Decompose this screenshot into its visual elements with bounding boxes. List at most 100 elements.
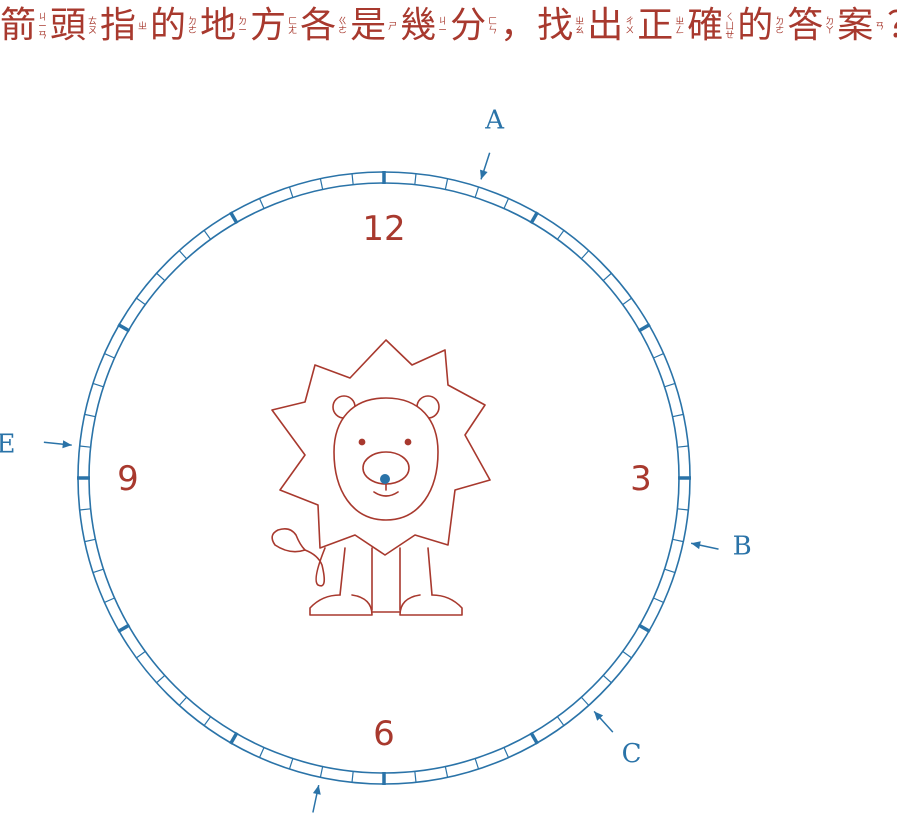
zhuyin-symbol: ㄝ — [725, 30, 736, 41]
zhuyin-symbol: ㄑ — [725, 12, 736, 23]
zhuyin-annotation: ㄔㄨ — [624, 18, 636, 36]
zhuyin-symbol: ㄔ — [625, 17, 636, 27]
minute-ticks — [77, 171, 691, 785]
minute-tick — [677, 508, 689, 511]
zhuyin-symbol: ㄓ — [675, 17, 686, 27]
minute-tick — [79, 508, 91, 511]
zhuyin-symbol: ㄥ — [675, 26, 686, 36]
minute-tick — [104, 352, 115, 359]
arrow-label-b: B — [733, 531, 752, 561]
zhuyin-symbol: ㄡ — [88, 26, 99, 36]
zhuyin-symbol: ㄣ — [488, 26, 499, 36]
minute-tick — [203, 230, 212, 240]
title-char: ， — [500, 2, 537, 50]
hour-tick — [529, 731, 540, 745]
minute-tick — [351, 173, 354, 185]
minute-tick — [580, 696, 590, 706]
title-char-glyph: 方 — [250, 5, 288, 46]
zhuyin-symbol: ㄍ — [338, 17, 349, 27]
minute-tick — [672, 538, 684, 543]
title-char: 幾ㄐㄧ — [400, 2, 450, 50]
minute-tick — [653, 597, 664, 604]
title-char: 指ㄓ — [100, 2, 150, 50]
zhuyin-annotation: ㄕ — [387, 22, 399, 32]
title-char-glyph: 地 — [200, 5, 238, 46]
minute-tick — [503, 198, 510, 209]
minute-tick — [556, 230, 565, 240]
title-char: 答ㄉㄚ — [787, 2, 837, 50]
hour-tick — [637, 623, 651, 634]
hour-tick — [228, 731, 239, 745]
title-char: 的ㄉㄜ — [737, 2, 787, 50]
zhuyin-symbol: ㄧ — [38, 21, 49, 32]
minute-tick — [319, 766, 324, 778]
title-char-glyph: 出 — [587, 5, 625, 46]
minute-tick — [351, 771, 354, 783]
title-char-glyph: 各 — [300, 5, 338, 46]
zhuyin-annotation: ㄓ — [137, 22, 149, 32]
zhuyin-symbol: ㄐ — [438, 17, 449, 27]
arrow-label-e: E — [0, 430, 15, 460]
clock-number-3: 3 — [630, 459, 652, 499]
minute-tick — [84, 413, 96, 418]
title-char-glyph: 分 — [450, 5, 488, 46]
arrow-d: D — [312, 784, 321, 813]
zhuyin-symbol: ㄨ — [625, 26, 636, 36]
title-char: 正ㄓㄥ — [637, 2, 687, 50]
zhuyin-symbol: ㄓ — [575, 17, 586, 27]
title-char: 分ㄈㄣ — [450, 2, 500, 50]
minute-tick — [503, 747, 510, 758]
minute-tick — [136, 297, 146, 306]
minute-tick — [653, 352, 664, 359]
arrow-e: E — [0, 430, 72, 460]
zhuyin-annotation: ㄉㄚ — [824, 18, 836, 36]
minute-tick — [92, 568, 104, 574]
arrow-label-a: A — [484, 106, 505, 136]
arrow-head-icon — [62, 440, 72, 449]
zhuyin-symbol: ㄈ — [288, 17, 299, 27]
title-char: 出ㄔㄨ — [587, 2, 637, 50]
title-char-glyph: 頭 — [50, 5, 88, 46]
zhuyin-symbol: ㄚ — [825, 26, 836, 36]
arrow-c: C — [593, 710, 642, 769]
arrow-b: B — [690, 531, 752, 561]
minute-tick — [258, 198, 265, 209]
zhuyin-symbol: ㄜ — [188, 26, 199, 36]
minute-tick — [677, 445, 689, 448]
arrow-head-icon — [480, 169, 488, 180]
minute-tick — [156, 674, 166, 684]
zhuyin-annotation: ㄉㄜ — [187, 18, 199, 36]
minute-tick — [288, 186, 294, 198]
title-char-glyph: 指 — [100, 5, 138, 46]
zhuyin-symbol: ㄢ — [38, 30, 49, 41]
minute-tick — [672, 413, 684, 418]
zhuyin-symbol: ㄊ — [88, 17, 99, 27]
title-char: 確ㄑㄩㄝ — [687, 2, 737, 50]
title-char-glyph: 確 — [687, 5, 725, 46]
title-char-glyph: ， — [500, 5, 538, 46]
minute-tick — [288, 758, 294, 770]
zhuyin-symbol: ㄉ — [188, 17, 199, 27]
zhuyin-annotation: ㄈㄤ — [287, 18, 299, 36]
hour-tick — [637, 322, 651, 333]
arrow-label-c: C — [622, 739, 642, 769]
zhuyin-annotation: ㄉㄜ — [774, 18, 786, 36]
lion-icon — [271, 339, 491, 616]
title-char: 地ㄉㄧ — [200, 2, 250, 50]
minute-tick — [444, 178, 449, 190]
title-char-glyph: 幾 — [400, 5, 438, 46]
title-char: 是ㄕ — [350, 2, 400, 50]
title-char-glyph: 的 — [737, 5, 775, 46]
title-char: 方ㄈㄤ — [250, 2, 300, 50]
title-char: 頭ㄊㄡ — [50, 2, 100, 50]
zhuyin-annotation: ㄈㄣ — [487, 18, 499, 36]
question-title: 箭ㄐㄧㄢ頭ㄊㄡ指ㄓ的ㄉㄜ地ㄉㄧ方ㄈㄤ各ㄍㄜ是ㄕ幾ㄐㄧ分ㄈㄣ，找ㄓㄠ出ㄔㄨ正ㄓㄥ確… — [0, 2, 897, 50]
arrow-head-icon — [312, 785, 321, 795]
minute-tick — [474, 186, 480, 198]
clock-number-12: 12 — [362, 209, 405, 249]
minute-tick — [414, 173, 417, 185]
clock-number-9: 9 — [117, 459, 139, 499]
zhuyin-annotation: ㄓㄥ — [674, 18, 686, 36]
minute-tick — [444, 766, 449, 778]
